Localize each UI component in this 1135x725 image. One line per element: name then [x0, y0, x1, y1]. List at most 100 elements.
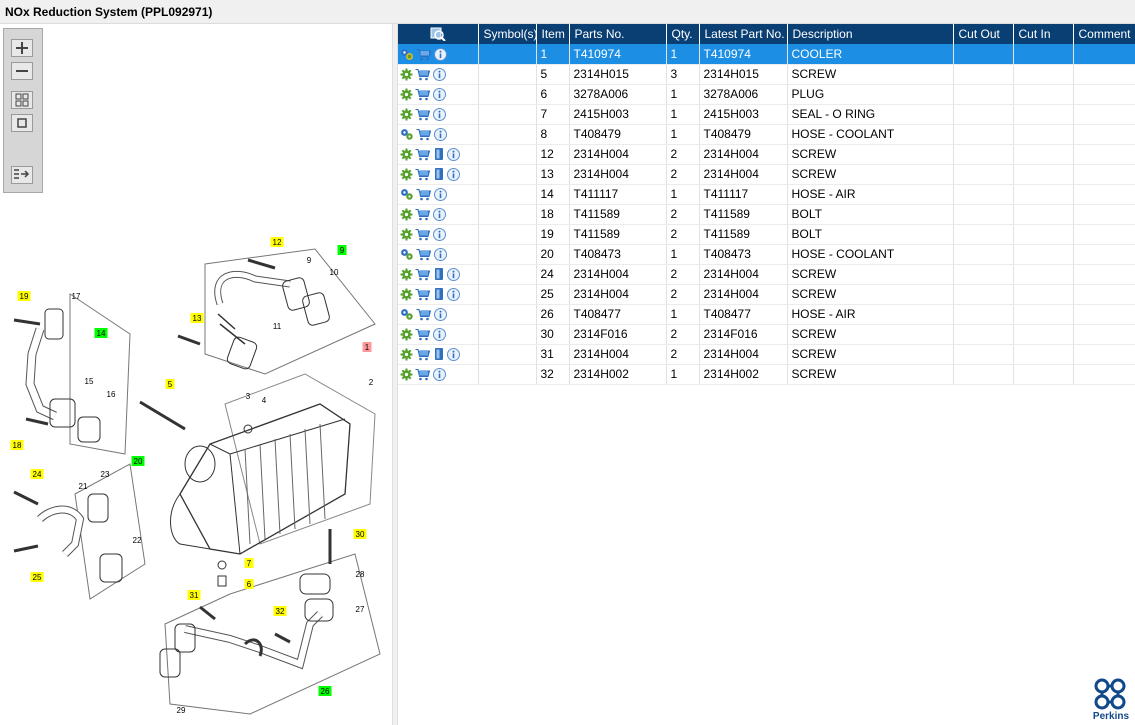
callout-label[interactable]: 6 — [244, 579, 254, 589]
info-icon[interactable] — [434, 188, 447, 202]
column-header-qty[interactable]: Qty. — [666, 24, 700, 44]
callout-label[interactable]: 18 — [10, 440, 24, 450]
callout-label[interactable]: 2 — [369, 378, 374, 387]
cart-icon[interactable] — [415, 288, 431, 301]
column-header-item[interactable]: Item — [536, 24, 570, 44]
callout-label[interactable]: 32 — [273, 606, 287, 616]
info-icon[interactable] — [433, 368, 446, 382]
cart-icon[interactable] — [415, 88, 431, 101]
zoom-in-button[interactable] — [11, 39, 33, 57]
cart-icon[interactable] — [415, 108, 431, 121]
info-icon[interactable] — [447, 347, 460, 361]
info-icon[interactable] — [434, 47, 447, 61]
callout-label[interactable]: 1 — [362, 342, 372, 352]
callout-label[interactable]: 13 — [190, 313, 204, 323]
callout-label[interactable]: 5 — [165, 379, 175, 389]
callout-label[interactable]: 12 — [270, 237, 284, 247]
book-icon[interactable] — [433, 147, 445, 161]
callout-label[interactable]: 24 — [30, 469, 44, 479]
info-icon[interactable] — [433, 328, 446, 342]
callout-label[interactable]: 9 — [307, 256, 312, 265]
info-icon[interactable] — [447, 167, 460, 181]
book-icon[interactable] — [433, 167, 445, 181]
cart-icon[interactable] — [415, 148, 431, 161]
cart-icon[interactable] — [416, 48, 432, 61]
cart-icon[interactable] — [415, 268, 431, 281]
cart-icon[interactable] — [415, 208, 431, 221]
callout-label[interactable]: 26 — [318, 686, 332, 696]
column-header-symbols[interactable]: Symbol(s) — [478, 24, 538, 44]
cart-icon[interactable] — [416, 308, 432, 321]
callout-label[interactable]: 27 — [356, 605, 365, 614]
callout-label[interactable]: 30 — [353, 529, 367, 539]
info-icon[interactable] — [434, 308, 447, 322]
cart-icon[interactable] — [415, 168, 431, 181]
callout-label[interactable]: 19 — [17, 291, 31, 301]
callout-label[interactable]: 29 — [177, 706, 186, 715]
callout-label[interactable]: 23 — [101, 470, 110, 479]
book-icon[interactable] — [433, 347, 445, 361]
column-header-cut-out[interactable]: Cut Out — [953, 24, 1014, 44]
callout-label[interactable]: 21 — [79, 482, 88, 491]
info-icon[interactable] — [447, 147, 460, 161]
cart-icon[interactable] — [415, 368, 431, 381]
info-icon[interactable] — [433, 88, 446, 102]
callout-label[interactable]: 15 — [85, 377, 94, 386]
callout-label[interactable]: 16 — [107, 390, 116, 399]
info-icon[interactable] — [433, 228, 446, 242]
info-icon[interactable] — [433, 208, 446, 222]
callout-label[interactable]: 7 — [244, 558, 254, 568]
column-header-cut-in[interactable]: Cut In — [1013, 24, 1074, 44]
callout-label[interactable]: 3 — [246, 392, 251, 401]
zoom-out-button[interactable] — [11, 62, 33, 80]
column-header-parts-no[interactable]: Parts No. — [569, 24, 667, 44]
pane-splitter[interactable] — [392, 24, 398, 725]
cart-icon[interactable] — [416, 248, 432, 261]
book-icon[interactable] — [433, 287, 445, 301]
column-header-description[interactable]: Description — [787, 24, 954, 44]
callout-label[interactable]: 28 — [356, 570, 365, 579]
callout-label[interactable]: 4 — [262, 396, 267, 405]
callout-label[interactable]: 25 — [30, 572, 44, 582]
column-header-find[interactable] — [398, 24, 479, 44]
book-icon[interactable] — [433, 267, 445, 281]
info-icon[interactable] — [447, 267, 460, 281]
column-header-comment[interactable]: Comment — [1073, 24, 1135, 44]
callout-label[interactable]: 20 — [131, 456, 145, 466]
cart-icon[interactable] — [415, 328, 431, 341]
info-icon[interactable] — [447, 287, 460, 301]
fit-window-button[interactable] — [11, 114, 33, 132]
cart-icon[interactable] — [416, 188, 432, 201]
callout-label[interactable]: 11 — [273, 322, 282, 331]
cart-icon[interactable] — [415, 348, 431, 361]
callout-label[interactable]: 17 — [72, 292, 81, 301]
callout-label[interactable]: 22 — [133, 536, 142, 545]
info-icon[interactable] — [434, 128, 447, 142]
info-icon[interactable] — [434, 248, 447, 262]
callout-label[interactable]: 14 — [94, 328, 108, 338]
callout-label[interactable]: 10 — [330, 268, 339, 277]
cart-icon[interactable] — [416, 128, 432, 141]
callout-label[interactable]: 31 — [187, 590, 201, 600]
fit-all-button[interactable] — [11, 91, 33, 109]
info-icon[interactable] — [433, 108, 446, 122]
callout-label[interactable]: 9 — [337, 245, 347, 255]
